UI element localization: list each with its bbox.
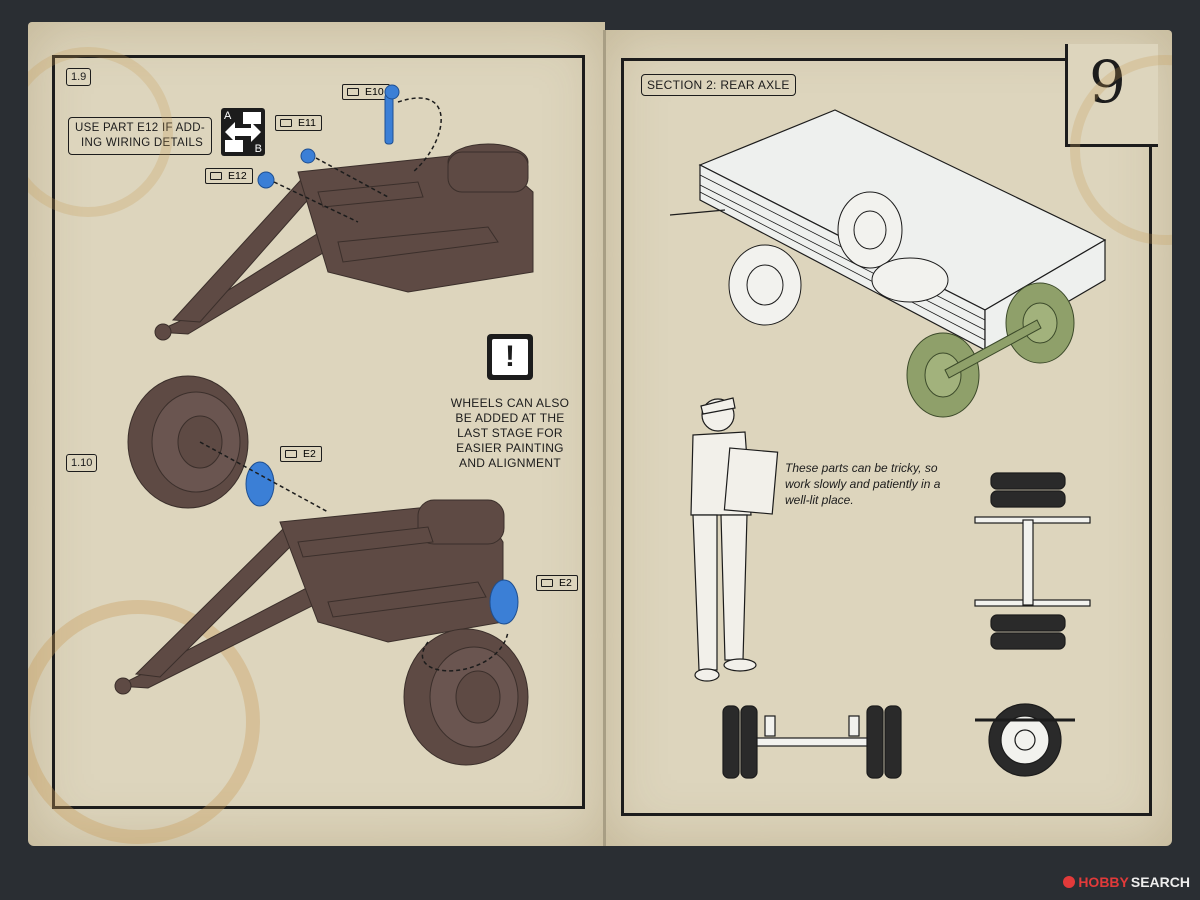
option-a-label: A <box>224 110 232 122</box>
left-illustrations <box>28 47 534 844</box>
guide-line <box>421 631 509 672</box>
part-label-e2-top: E2 <box>280 446 322 462</box>
step-label-1-10: 1.10 <box>66 454 98 472</box>
front-wheels <box>728 191 903 326</box>
right-illustrations <box>669 55 1172 779</box>
page-number: 9 <box>1089 48 1126 116</box>
tip-line-1: These parts can be tricky, so <box>785 461 938 475</box>
part-label-e11: E11 <box>275 115 322 131</box>
option-b-label: B <box>254 143 262 155</box>
wiring-callout: USE PART E12 IF ADD- ING WIRING DETAILS <box>68 117 212 155</box>
wheel-left <box>127 375 249 509</box>
watermark-hobby: HOBBY <box>1078 874 1129 890</box>
warning-line-2: BE ADDED AT THE <box>455 411 565 425</box>
warning-line-5: AND ALIGNMENT <box>459 456 561 470</box>
guide-line <box>273 181 359 223</box>
arrow-both-icon <box>225 112 261 152</box>
trailer-chassis-bottom <box>114 499 505 695</box>
trailer-chassis-top <box>154 143 534 341</box>
wiring-callout-line-2: ING WIRING DETAILS <box>81 137 204 149</box>
warning-line-3: LAST STAGE FOR <box>457 426 563 440</box>
section-title: SECTION 2: REAR AXLE <box>641 74 796 96</box>
booklet-spine <box>603 30 606 846</box>
blue-hubs <box>245 461 519 625</box>
warning-icon: ! <box>487 334 533 380</box>
step-label-1-9: 1.9 <box>66 68 92 86</box>
tip-text: These parts can be tricky, so work slowl… <box>785 460 965 508</box>
left-page-frame <box>52 55 585 809</box>
guide-line <box>199 441 329 513</box>
right-page: 9 SECTION 2: REAR AXLE These parts can b… <box>605 30 1172 846</box>
right-page-frame <box>621 58 1152 816</box>
warning-symbol: ! <box>492 339 528 375</box>
left-page: 1.9 USE PART E12 IF ADD- ING WIRING DETA… <box>28 22 605 846</box>
warning-line-1: WHEELS CAN ALSO <box>450 396 570 410</box>
coffee-stain <box>28 47 173 217</box>
part-label-e2-bottom: E2 <box>536 575 578 591</box>
part-label-e12: E12 <box>205 168 253 184</box>
warning-line-4: EASIER PAINTING <box>456 441 564 455</box>
guide-line <box>397 97 442 173</box>
option-ab-badge: A B <box>221 108 265 156</box>
hobby-search-logo-icon <box>1063 876 1076 888</box>
tip-line-3: well-lit place. <box>785 493 854 507</box>
tip-line-2: work slowly and patiently in a <box>785 477 941 491</box>
rear-axle-green <box>906 282 1075 418</box>
coffee-stain <box>28 600 260 844</box>
axle-side-view <box>975 703 1075 777</box>
spare-wheel <box>871 257 949 303</box>
page-number-tab <box>1065 44 1158 147</box>
soldier-figure <box>690 397 779 682</box>
wheel-right <box>403 628 529 766</box>
warning-text: WHEELS CAN ALSO BE ADDED AT THE LAST STA… <box>442 396 578 471</box>
axle-top-view <box>974 472 1091 650</box>
watermark-search: SEARCH <box>1130 874 1190 890</box>
blue-parts-top <box>257 84 400 189</box>
wiring-callout-line-1: USE PART E12 IF ADD- <box>75 122 205 134</box>
coffee-stain <box>1070 55 1172 245</box>
axle-rear-view <box>722 705 902 779</box>
